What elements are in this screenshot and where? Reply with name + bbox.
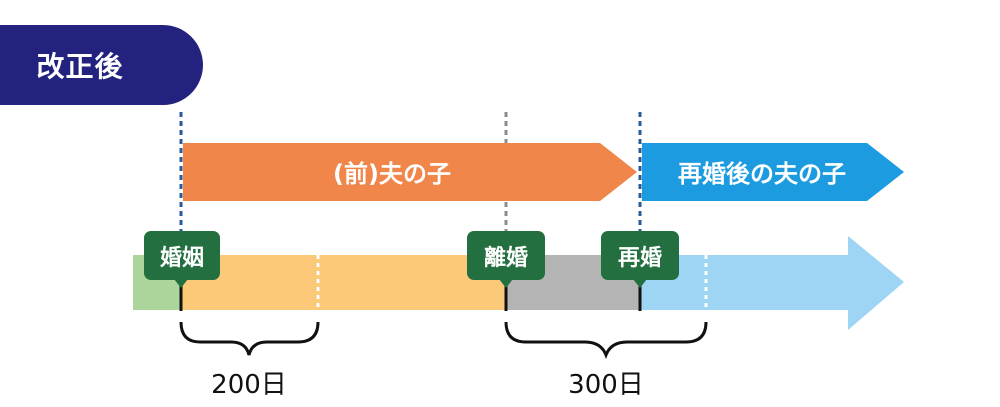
marriage-tag-label: 婚姻 bbox=[160, 245, 204, 271]
duration-200-label: 200日 bbox=[211, 370, 287, 400]
remarriage-period-arrow bbox=[640, 236, 904, 330]
former-husband-child-label: (前)夫の子 bbox=[333, 160, 451, 188]
new-husband-child-label: 再婚後の夫の子 bbox=[678, 160, 846, 188]
brace-300 bbox=[504, 321, 708, 360]
divorce-tag: 離婚 bbox=[467, 231, 545, 288]
former-husband-child-arrow bbox=[183, 143, 637, 201]
duration-300-label: 300日 bbox=[568, 370, 644, 400]
header-tab bbox=[0, 25, 203, 105]
remarriage-tag: 再婚 bbox=[601, 231, 679, 288]
brace-200 bbox=[179, 321, 320, 356]
marriage-tag: 婚姻 bbox=[144, 231, 220, 288]
divorce-tag-label: 離婚 bbox=[484, 245, 528, 271]
marriage-period-segment bbox=[181, 255, 506, 310]
remarriage-tag-label: 再婚 bbox=[618, 245, 662, 271]
header-label: 改正後 bbox=[36, 50, 124, 83]
new-husband-child-arrow bbox=[642, 143, 904, 201]
